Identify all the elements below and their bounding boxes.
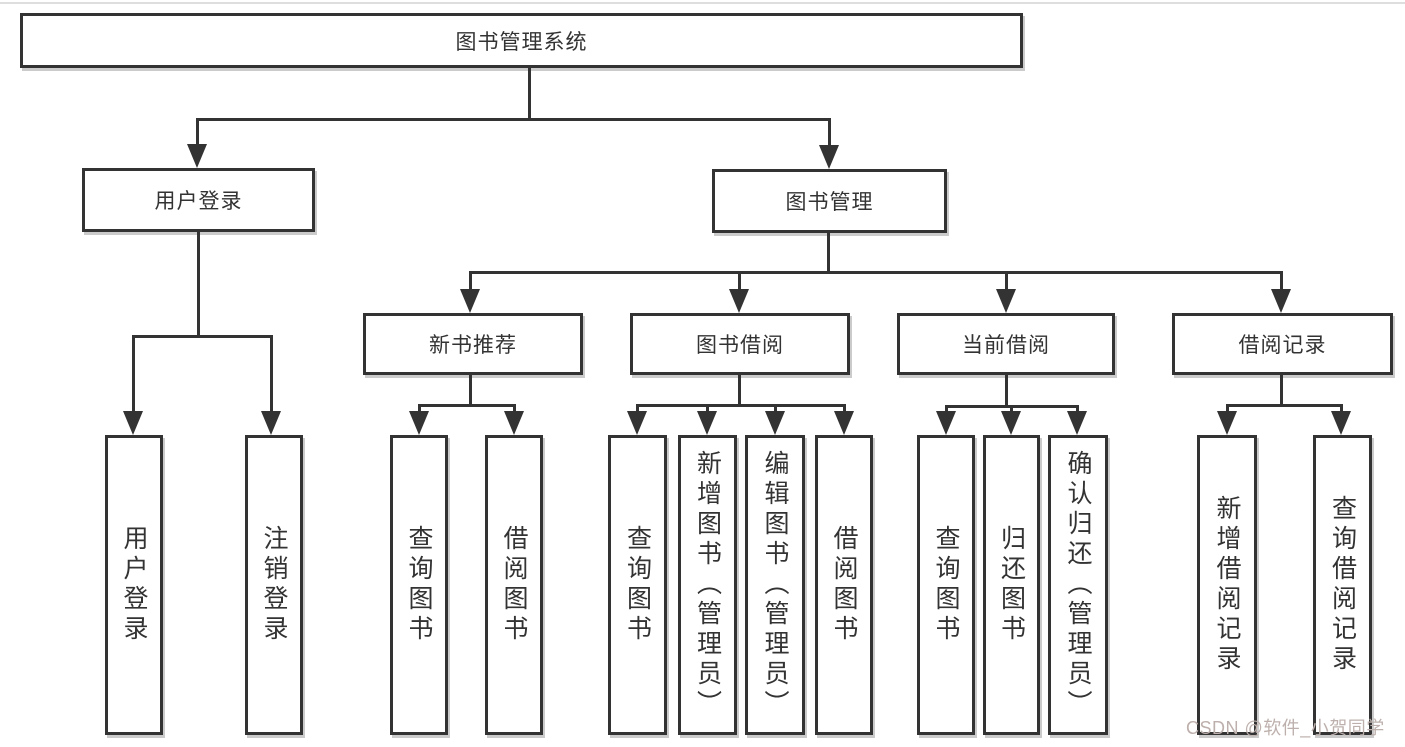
arrowhead-icon (261, 411, 281, 435)
leaf-query-books-recommend: 查询图书 (390, 435, 448, 735)
leaf-label: 查询图书 (623, 525, 652, 645)
leaf-add-borrow-record: 新增借阅记录 (1197, 435, 1257, 735)
node-book-management: 图书管理 (712, 169, 947, 233)
connector-vline (469, 271, 472, 293)
connector-vline (132, 335, 135, 415)
connector-vline (774, 404, 777, 416)
arrowhead-icon (729, 289, 749, 313)
connector-vline (738, 375, 741, 406)
leaf-borrow-books-borrowing: 借阅图书 (815, 435, 873, 735)
connector-vline (1280, 271, 1283, 293)
connector-vline (1280, 375, 1283, 406)
connector-vline (706, 404, 709, 416)
leaf-logout-login: 注销登录 (245, 435, 303, 735)
connector-hline (197, 118, 831, 121)
node-book-borrowing: 图书借阅 (630, 313, 850, 375)
connector-vline (1340, 404, 1343, 416)
arrowhead-icon (1331, 411, 1351, 435)
node-new-book-recommendation: 新书推荐 (363, 313, 583, 375)
page-top-divider (0, 2, 1405, 4)
leaf-label: 编辑图书（管理员） (761, 450, 789, 720)
node-borrowing-records: 借阅记录 (1172, 313, 1393, 375)
node-label: 图书管理系统 (455, 30, 588, 54)
leaf-add-books-admin: 新增图书（管理员） (678, 435, 737, 735)
connector-vline (1005, 375, 1008, 407)
connector-vline (1005, 271, 1008, 293)
leaf-label: 查询图书 (932, 525, 960, 645)
arrowhead-icon (460, 289, 480, 313)
connector-vline (196, 118, 199, 148)
connector-hline (418, 404, 516, 407)
leaf-label: 归还图书 (997, 525, 1026, 645)
connector-vline (828, 118, 831, 149)
connector-hline (1226, 404, 1343, 407)
node-label: 借阅记录 (1238, 334, 1327, 357)
connector-vline (469, 375, 472, 406)
arrowhead-icon (834, 411, 854, 435)
connector-hline (471, 271, 1283, 274)
arrowhead-icon (1001, 411, 1021, 435)
arrowhead-icon (409, 411, 429, 435)
leaf-label: 借阅图书 (830, 525, 858, 645)
leaf-query-books-borrowing: 查询图书 (608, 435, 667, 735)
arrowhead-icon (627, 411, 647, 435)
node-library-system: 图书管理系统 (20, 13, 1023, 68)
arrowhead-icon (1271, 289, 1291, 313)
node-label: 用户登录 (154, 190, 243, 213)
arrowhead-icon (187, 144, 207, 168)
leaf-label: 查询图书 (405, 525, 433, 645)
leaf-label: 确认归还（管理员） (1064, 450, 1092, 720)
connector-vline (528, 68, 531, 120)
arrowhead-icon (1067, 411, 1087, 435)
node-label: 图书管理 (785, 191, 874, 214)
connector-vline (1226, 404, 1229, 416)
connector-vline (197, 232, 200, 337)
connector-vline (843, 404, 846, 416)
leaf-label: 查询借阅记录 (1328, 495, 1357, 675)
connector-vline (636, 404, 639, 416)
connector-vline (738, 271, 741, 293)
leaf-label: 新增借阅记录 (1213, 495, 1241, 675)
connector-vline (270, 335, 273, 415)
leaf-label: 用户登录 (120, 525, 148, 645)
connector-vline (513, 404, 516, 416)
csdn-watermark: CSDN @软件_小贺同学 (1186, 718, 1385, 738)
connector-hline (636, 404, 845, 407)
arrowhead-icon (504, 411, 524, 435)
node-label: 图书借阅 (696, 334, 784, 357)
connector-vline (827, 233, 830, 273)
node-user-login: 用户登录 (82, 168, 315, 232)
arrowhead-icon (697, 411, 717, 435)
leaf-label: 借阅图书 (500, 525, 528, 645)
connector-vline (1010, 405, 1013, 416)
arrowhead-icon (996, 289, 1016, 313)
leaf-user-login: 用户登录 (105, 435, 163, 735)
arrowhead-icon (936, 411, 956, 435)
arrowhead-icon (765, 411, 785, 435)
leaf-edit-books-admin: 编辑图书（管理员） (745, 435, 805, 735)
leaf-query-books-current: 查询图书 (917, 435, 975, 735)
node-current-borrowing: 当前借阅 (897, 313, 1115, 375)
arrowhead-icon (819, 145, 839, 169)
node-label: 当前借阅 (962, 334, 1050, 357)
node-label: 新书推荐 (429, 334, 517, 357)
leaf-borrow-books-recommend: 借阅图书 (485, 435, 543, 735)
arrowhead-icon (123, 411, 143, 435)
connector-vline (1076, 405, 1079, 416)
leaf-label: 注销登录 (260, 525, 288, 645)
connector-hline (132, 335, 273, 338)
connector-vline (945, 405, 948, 416)
connector-vline (418, 404, 421, 416)
leaf-label: 新增图书（管理员） (693, 450, 722, 720)
leaf-confirm-return-admin: 确认归还（管理员） (1048, 435, 1108, 735)
arrowhead-icon (1217, 411, 1237, 435)
leaf-return-books: 归还图书 (983, 435, 1040, 735)
leaf-query-borrow-record: 查询借阅记录 (1313, 435, 1372, 735)
